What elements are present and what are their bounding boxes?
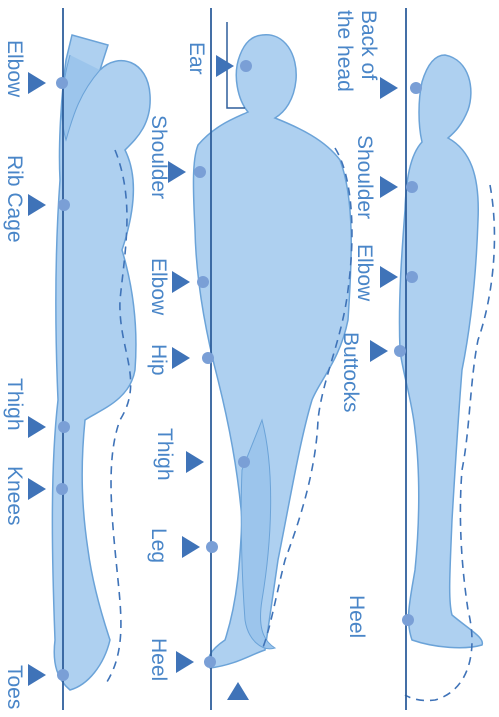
- left-rib-cage-label: Rib Cage: [3, 155, 26, 243]
- middle-leg-dot: [206, 541, 218, 553]
- middle-thigh-dot: [238, 456, 250, 468]
- middle-elbow-dot: [197, 276, 209, 288]
- right-heel-dot: [402, 614, 414, 626]
- right-shoulder-label: Shoulder: [353, 135, 376, 219]
- middle-hip-arrow-icon: [172, 347, 190, 369]
- right-buttocks-dot: [394, 345, 406, 357]
- middle-thigh-arrow-icon: [186, 451, 204, 473]
- right-elbow-arrow-icon: [380, 266, 398, 288]
- left-toes-dot: [57, 669, 69, 681]
- middle-figure: [193, 8, 352, 710]
- right-elbow-label: Elbow: [353, 244, 376, 302]
- right-back-of-head-label-line1: Back of: [357, 10, 380, 80]
- left-thigh-dot: [58, 421, 70, 433]
- left-elbow-label: Elbow: [3, 40, 26, 98]
- middle-heel-dot: [204, 656, 216, 668]
- middle-leg-arrow-icon: [182, 536, 200, 558]
- middle-elbow-label: Elbow: [147, 258, 170, 316]
- middle-ear-dot: [240, 60, 252, 72]
- right-back-of-head-label-line2: the head: [333, 10, 356, 92]
- right-back-of-head-arrow-icon: [380, 77, 398, 99]
- right-elbow-dot: [406, 271, 418, 283]
- left-toes-label: Toes: [3, 665, 26, 709]
- left-figure: [52, 8, 150, 710]
- right-heel-label: Heel: [345, 595, 368, 638]
- middle-heel-label: Heel: [147, 638, 170, 681]
- middle-hip-label: Hip: [147, 344, 170, 376]
- right-back-of-head-dot: [410, 82, 422, 94]
- left-toes-arrow-icon: [28, 664, 46, 686]
- right-buttocks-arrow-icon: [370, 340, 388, 362]
- right-body-silhouette: [399, 55, 482, 648]
- left-knees-arrow-icon: [28, 478, 46, 500]
- left-thigh-label: Thigh: [3, 378, 26, 431]
- middle-thigh-label: Thigh: [153, 428, 176, 481]
- left-knees-dot: [56, 483, 68, 495]
- middle-ear-arrow-icon: [216, 55, 234, 77]
- middle-body-silhouette: [193, 35, 351, 668]
- left-knees-label: Knees: [3, 466, 26, 526]
- left-elbow-dot: [56, 77, 68, 89]
- left-rib-cage-dot: [58, 199, 70, 211]
- right-buttocks-label: Buttocks: [339, 332, 362, 413]
- middle-ear-label: Ear: [185, 42, 208, 75]
- middle-bottom-arrow-icon: [227, 682, 249, 700]
- right-shoulder-dot: [406, 181, 418, 193]
- middle-shoulder-label: Shoulder: [147, 115, 170, 199]
- left-elbow-arrow-icon: [28, 72, 46, 94]
- middle-heel-arrow-icon: [176, 651, 194, 673]
- left-thigh-arrow-icon: [28, 416, 46, 438]
- left-labels: Elbow Rib Cage Thigh Knees Toes: [3, 40, 26, 709]
- middle-hip-dot: [202, 352, 214, 364]
- middle-leg-label: Leg: [147, 528, 170, 563]
- middle-elbow-arrow-icon: [172, 271, 190, 293]
- middle-shoulder-dot: [194, 166, 206, 178]
- right-shoulder-arrow-icon: [380, 176, 398, 198]
- right-figure: [399, 8, 494, 710]
- left-rib-cage-arrow-icon: [28, 194, 46, 216]
